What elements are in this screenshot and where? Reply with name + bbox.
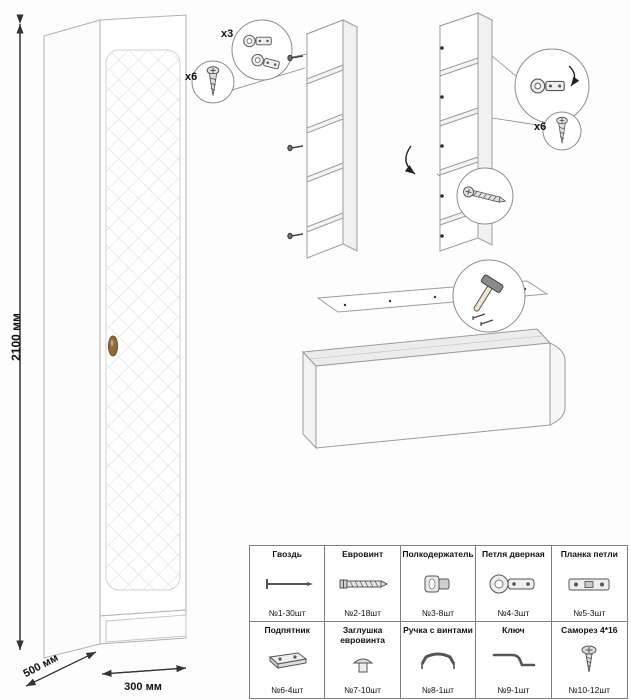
parts-cell-foot-pad: Подпятник №6-4шт	[250, 622, 326, 698]
part-name: Ручка с винтами	[403, 625, 473, 635]
parts-cell-shelf-support: Полкодержатель №3-8шт	[400, 546, 477, 622]
part-qty: №8-1шт	[421, 685, 455, 695]
parts-cell-handle: Ручка с винтами №8-1шт	[401, 622, 477, 698]
part-qty: №2-18шт	[344, 608, 382, 618]
part-qty: №6-4шт	[271, 685, 304, 695]
nail-icon	[259, 560, 315, 608]
part-qty: №9-1шт	[497, 685, 530, 695]
part-name: Петля дверная	[482, 549, 545, 559]
hammer-callout-circle	[452, 259, 526, 333]
parts-cell-euro-screw: Евровинт №2-18шт	[325, 546, 401, 622]
screw-count-label-left: x6	[185, 71, 198, 83]
hinge-icon	[243, 34, 272, 48]
parts-cell-door-hinge: Петля дверная №4-3шт	[476, 546, 552, 622]
hinge-plate-icon	[562, 560, 616, 608]
parts-table: Гвоздь №1-30шт Евровинт	[249, 545, 628, 699]
parts-cell-key: Ключ №9-1шт	[476, 622, 552, 698]
part-qty: №5-3шт	[573, 608, 606, 618]
part-qty: №4-3шт	[497, 608, 530, 618]
wardrobe-drawing	[16, 14, 187, 687]
part-name: Евровинт	[342, 549, 384, 559]
part-qty: №7-10шт	[344, 685, 382, 695]
parts-cell-hinge-plate: Планка петли №5-3шт	[551, 546, 627, 622]
parts-cell-self-tapping-screw: Саморез 4*16 №10-12шт	[552, 622, 627, 698]
key-icon	[486, 636, 540, 685]
wardrobe-side-panel	[43, 19, 101, 659]
nail-icon	[472, 313, 494, 326]
part-name: Ключ	[502, 625, 525, 635]
part-name: Полкодержатель	[402, 549, 474, 559]
door-hinge-icon	[486, 560, 540, 608]
exploded-assembly-drawing	[191, 12, 590, 450]
screw-icon	[287, 54, 304, 240]
door-diamond-pattern	[105, 49, 181, 591]
part-name: Заглушка евровинта	[340, 625, 385, 645]
self-tapping-screw-icon	[579, 636, 599, 685]
euro-screw-icon	[335, 560, 391, 608]
shelf-column-unit-a	[287, 19, 359, 259]
door-handle	[108, 335, 118, 357]
shelf-support-icon	[418, 560, 458, 608]
part-qty: №1-30шт	[268, 608, 306, 618]
handle-icon	[411, 636, 465, 685]
foot-pad-icon	[262, 636, 312, 685]
hinge-icon	[530, 78, 565, 94]
screw-icon	[463, 186, 507, 203]
hinge-callout-circle	[231, 19, 293, 81]
part-name: Саморез 4*16	[561, 625, 618, 635]
hinge-count-label: x3	[221, 28, 234, 40]
screw-head-dots	[440, 46, 444, 238]
part-qty: №3-8шт	[421, 608, 455, 618]
parts-cell-nail: Гвоздь №1-30шт	[250, 546, 326, 622]
hammer-icon	[473, 274, 504, 312]
screw-cap-icon	[348, 646, 378, 685]
plinth-box	[301, 328, 566, 450]
parts-cell-screw-cap: Заглушка евровинта №7-10шт	[325, 622, 401, 698]
part-qty: №10-12шт	[568, 685, 611, 695]
part-name: Планка петли	[560, 549, 618, 559]
width-dimension-label: 300 мм	[124, 681, 162, 693]
screw-count-label-right: x6	[534, 121, 547, 133]
part-name: Гвоздь	[272, 549, 303, 559]
mount-arrow-icon	[568, 65, 580, 87]
height-dimension-label: 2100 мм	[9, 313, 23, 361]
rotate-arrow-icon	[404, 145, 416, 175]
part-name: Подпятник	[264, 625, 310, 635]
